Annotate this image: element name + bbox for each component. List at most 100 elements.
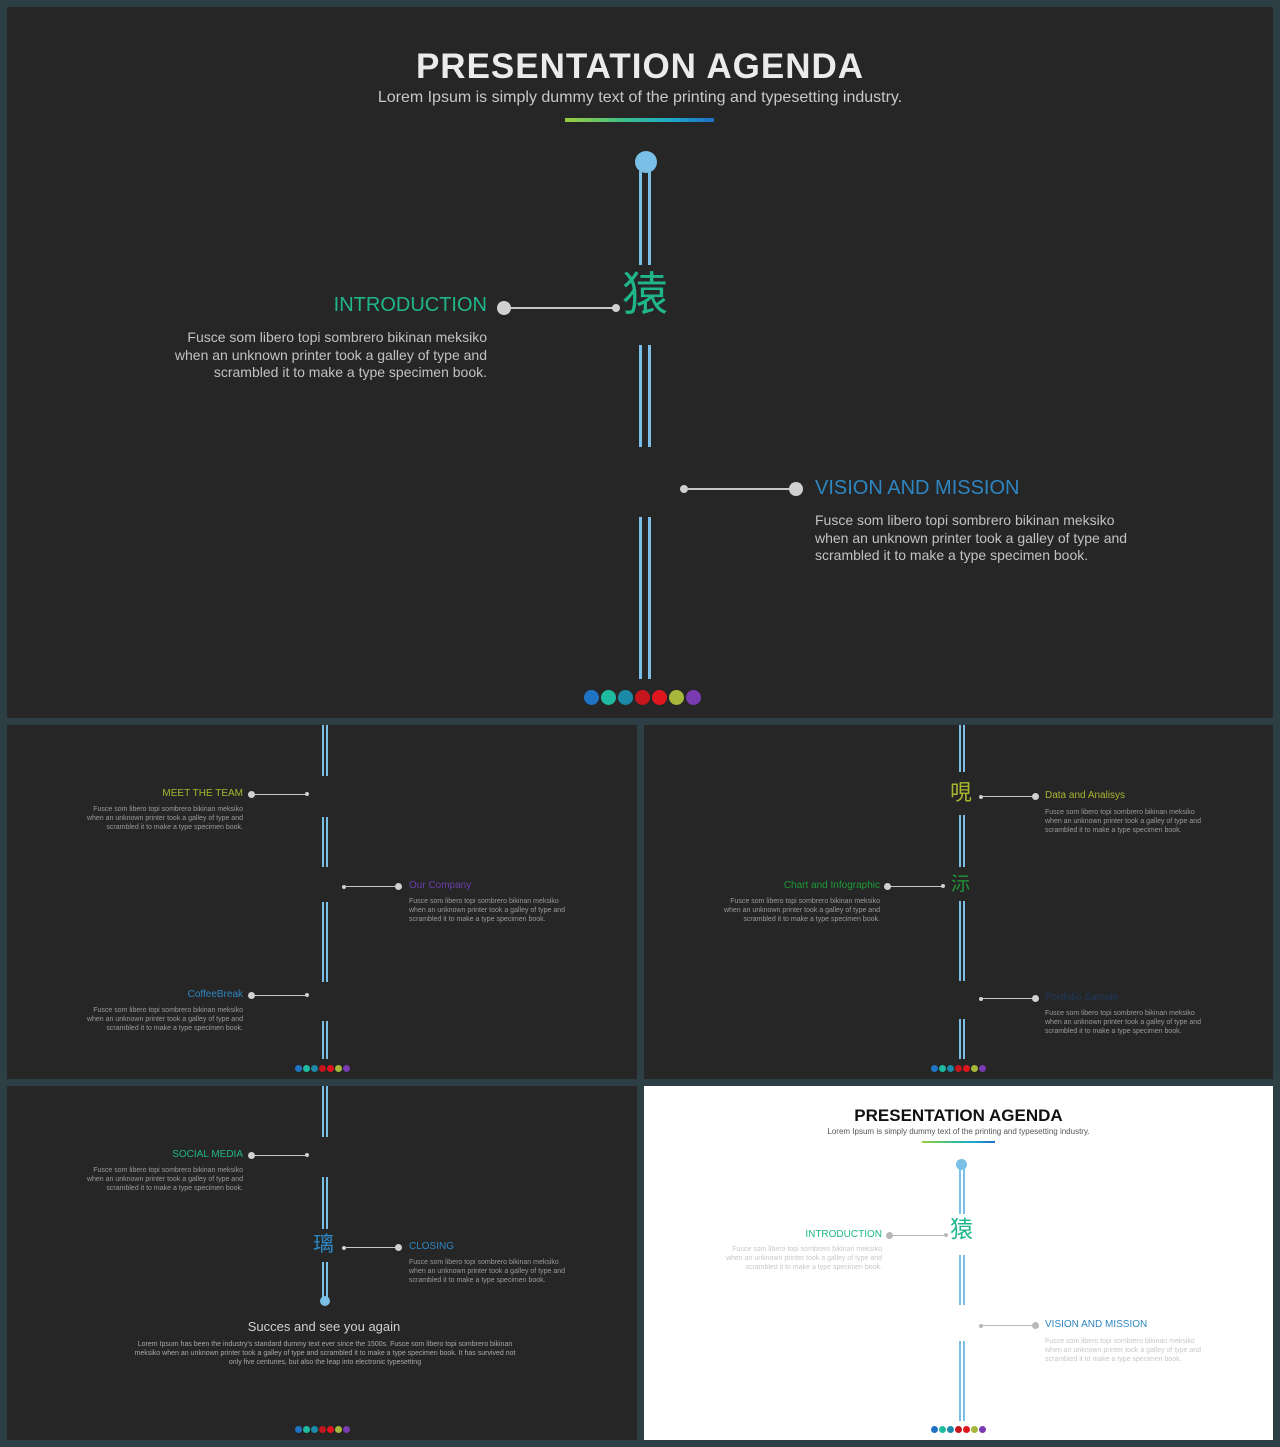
agenda-body-social: Fusce som libero topi sombrero bikinan m…: [86, 1167, 243, 1192]
color-dot: [601, 690, 616, 705]
timeline-line: [322, 1262, 324, 1299]
color-dot: [319, 1065, 326, 1072]
timeline-line: [959, 1341, 961, 1421]
timeline-line: [963, 1019, 965, 1059]
connector-dot: [395, 883, 402, 890]
timeline-line: [963, 815, 965, 867]
color-dot: [652, 690, 667, 705]
timeline-line: [322, 1021, 324, 1059]
agenda-body-company: Fusce som libero topi sombrero bikinan m…: [409, 898, 566, 923]
agenda-body-coffee: Fusce som libero topi sombrero bikinan m…: [86, 1007, 243, 1032]
agenda-heading-team: MEET THE TEAM: [162, 788, 243, 799]
timeline-glyph: 哯: [950, 781, 973, 806]
agenda-heading-introduction: INTRODUCTION: [333, 294, 487, 316]
timeline-line: [648, 171, 651, 265]
color-dot: [669, 690, 684, 705]
timeline-line: [639, 171, 642, 265]
agenda-body-data: Fusce som libero topi sombrero bikinan m…: [1045, 809, 1202, 834]
color-dot: [635, 690, 650, 705]
timeline-line: [959, 1255, 961, 1305]
closing-title: Succes and see you again: [247, 1319, 401, 1334]
color-dot: [955, 1065, 962, 1072]
color-dot: [931, 1426, 938, 1433]
timeline-line: [326, 902, 328, 982]
timeline-line: [959, 725, 961, 772]
timeline-line: [322, 725, 324, 776]
connector-dot: [680, 485, 688, 493]
connector-line: [344, 1247, 397, 1248]
closing-body: Lorem Ipsum has been the industry's stan…: [134, 1341, 516, 1366]
slide-title: PRESENTATION AGENDA: [854, 1106, 1063, 1125]
timeline-line: [322, 902, 324, 982]
color-dot: [971, 1426, 978, 1433]
timeline-line: [322, 1177, 324, 1229]
connector-dot: [979, 1324, 983, 1328]
connector-dot: [886, 1232, 893, 1239]
timeline-line: [322, 817, 324, 867]
connector-dot: [612, 304, 620, 312]
connector-dot: [395, 1244, 402, 1251]
color-dots: [584, 690, 701, 705]
agenda-heading-chart: Chart and Infographic: [783, 880, 880, 891]
color-dot: [947, 1426, 954, 1433]
timeline-top-dot: [635, 151, 657, 173]
timeline-glyph: 璃: [313, 1232, 334, 1256]
slide-3: 哯 沶 Data and Analisys Fusce som libero t…: [644, 725, 1273, 1079]
timeline-end-dot: [320, 1296, 330, 1306]
timeline-line: [326, 1021, 328, 1059]
timeline-top-dot: [956, 1159, 967, 1170]
agenda-body-vision: Fusce som libero topi sombrero bikinan m…: [1045, 1338, 1202, 1363]
timeline-line: [326, 1177, 328, 1229]
agenda-heading-vision: VISION AND MISSION: [815, 477, 1020, 499]
slide-4: 璃 SOCIAL MEDIA Fusce som libero topi som…: [7, 1086, 637, 1440]
timeline-line: [322, 1086, 324, 1137]
color-dot: [971, 1065, 978, 1072]
color-dot: [311, 1065, 318, 1072]
timeline-line: [959, 1169, 961, 1214]
color-dot: [931, 1065, 938, 1072]
connector-line: [981, 796, 1034, 797]
agenda-body-closing: Fusce som libero topi sombrero bikinan m…: [409, 1259, 566, 1284]
slide-subtitle: Lorem Ipsum is simply dummy text of the …: [377, 89, 903, 106]
connector-dot: [979, 795, 983, 799]
connector-line: [892, 1235, 946, 1236]
agenda-body-team: Fusce som libero topi sombrero bikinan m…: [86, 806, 243, 831]
connector-dot: [944, 1233, 948, 1237]
timeline-line: [963, 1341, 965, 1421]
agenda-body-vision: Fusce som libero topi sombrero bikinan m…: [815, 512, 1128, 564]
timeline-line: [639, 517, 642, 679]
connector-dot: [979, 997, 983, 1001]
timeline-glyph: 沶: [951, 873, 971, 895]
connector-dot: [248, 791, 255, 798]
color-dot: [939, 1065, 946, 1072]
connector-line: [981, 998, 1034, 999]
color-dot: [319, 1426, 326, 1433]
connector-dot: [342, 1246, 346, 1250]
color-dots: [931, 1065, 986, 1072]
timeline-line: [326, 1086, 328, 1137]
timeline-line: [326, 1262, 328, 1299]
color-dot: [343, 1065, 350, 1072]
color-dot: [947, 1065, 954, 1072]
connector-line: [254, 1155, 307, 1156]
color-dot: [335, 1426, 342, 1433]
agenda-heading-portfolio: Portfolio Sample: [1045, 992, 1119, 1003]
connector-dot: [342, 885, 346, 889]
connector-line: [344, 886, 397, 887]
color-dot: [303, 1065, 310, 1072]
color-dots: [931, 1426, 986, 1433]
title-underline: [922, 1141, 995, 1143]
agenda-body-chart: Fusce som libero topi sombrero bikinan m…: [723, 898, 880, 923]
timeline-line: [959, 815, 961, 867]
color-dot: [295, 1065, 302, 1072]
color-dot: [955, 1426, 962, 1433]
agenda-heading-coffee: CoffeeBreak: [187, 989, 243, 1000]
slide-1: PRESENTATION AGENDA Lorem Ipsum is simpl…: [7, 7, 1273, 718]
timeline-line: [648, 345, 651, 447]
timeline-glyph: 猿: [622, 267, 668, 321]
connector-line: [890, 886, 943, 887]
color-dot: [327, 1426, 334, 1433]
connector-dot: [1032, 793, 1039, 800]
slide-2: MEET THE TEAM Fusce som libero topi somb…: [7, 725, 637, 1079]
connector-line: [254, 794, 307, 795]
